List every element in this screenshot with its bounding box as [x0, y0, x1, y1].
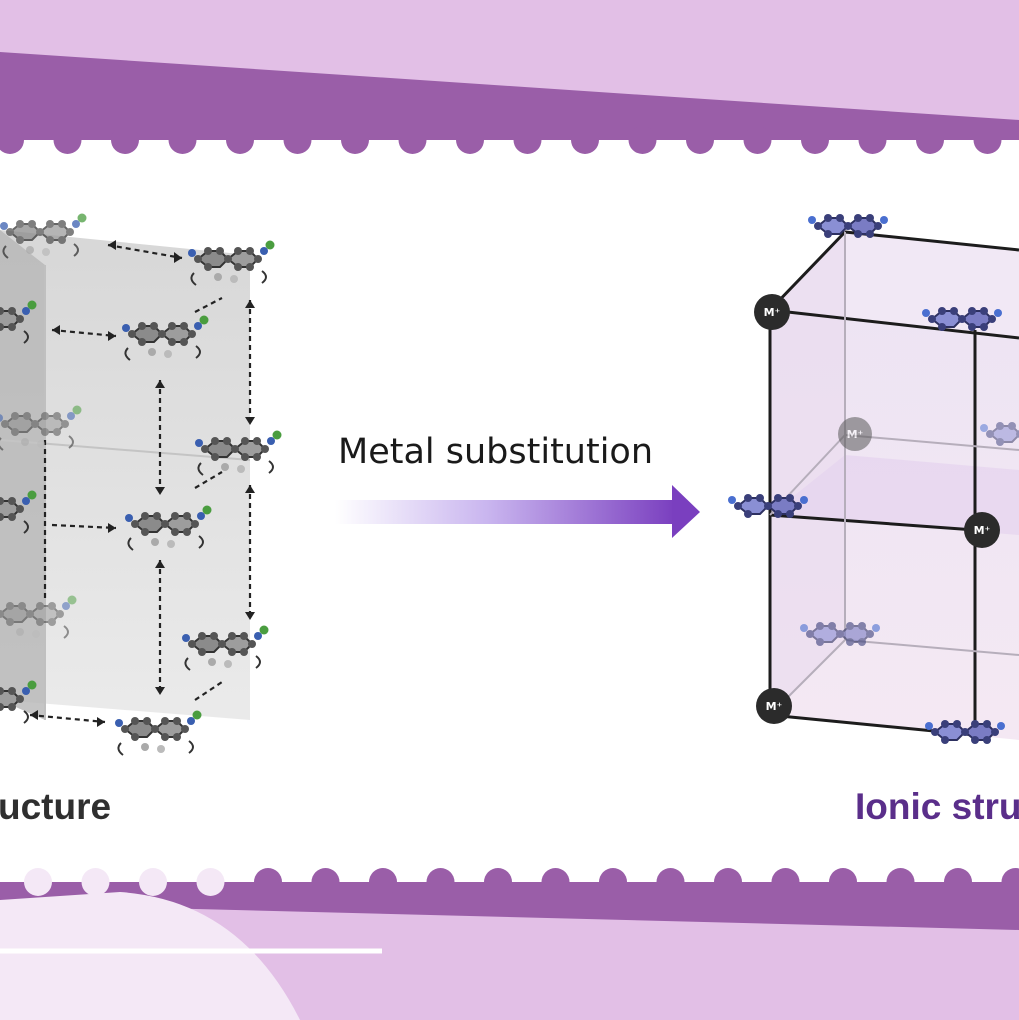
metal-ion: M⁺ — [754, 294, 790, 330]
scallop — [398, 126, 427, 154]
scallop — [196, 868, 225, 896]
bottom-band-dark — [0, 882, 1019, 930]
scallop — [714, 868, 742, 896]
svg-text:M⁺: M⁺ — [766, 700, 783, 713]
scallop — [886, 868, 915, 896]
scallop — [858, 126, 887, 154]
scallop — [456, 126, 484, 154]
scallop — [686, 126, 714, 154]
scallop — [0, 126, 24, 154]
scallop — [168, 126, 197, 154]
metal-ion: M⁺ — [838, 417, 872, 451]
scallop — [656, 868, 685, 896]
scallop — [24, 868, 52, 896]
scallop — [484, 868, 512, 896]
scalloped-top-edge — [0, 126, 1002, 154]
scallop — [1001, 868, 1019, 896]
bottom-left-curve — [0, 892, 300, 1020]
scallop — [771, 868, 800, 896]
scallop — [973, 126, 1002, 154]
svg-text:M⁺: M⁺ — [974, 524, 991, 537]
scalloped-bottom-edge — [24, 868, 1019, 896]
scallop — [226, 126, 254, 154]
scallop — [916, 126, 944, 154]
scallop — [81, 868, 110, 896]
scallop — [139, 868, 167, 896]
scallop — [341, 126, 369, 154]
right-structure-caption: Ionic stru — [855, 786, 1019, 827]
scallop — [254, 868, 282, 896]
scallop — [628, 126, 657, 154]
scallop — [283, 126, 312, 154]
top-band-dark — [0, 52, 1019, 140]
scallop — [801, 126, 829, 154]
svg-text:M⁺: M⁺ — [764, 306, 781, 319]
svg-text:M⁺: M⁺ — [847, 428, 864, 441]
scallop — [513, 126, 542, 154]
substitution-arrow-shaft — [335, 500, 675, 524]
neutral-structure-lattice — [0, 212, 283, 756]
metal-ion: M⁺ — [964, 512, 1000, 548]
scallop — [829, 868, 857, 896]
scallop — [426, 868, 455, 896]
scallop — [369, 868, 397, 896]
scallop — [53, 126, 82, 154]
scallop — [571, 126, 599, 154]
scallop — [111, 126, 139, 154]
scallop — [743, 126, 772, 154]
scallop — [944, 868, 972, 896]
scallop — [541, 868, 570, 896]
ionic-structure-lattice: M⁺ M⁺ M⁺ M⁺ — [727, 213, 1019, 745]
left-structure-caption: ucture — [0, 786, 112, 827]
scallop — [599, 868, 627, 896]
scallop — [311, 868, 340, 896]
arrow-label: Metal substitution — [338, 432, 654, 472]
metal-ion: M⁺ — [756, 688, 792, 724]
substitution-arrow-head — [672, 485, 700, 538]
